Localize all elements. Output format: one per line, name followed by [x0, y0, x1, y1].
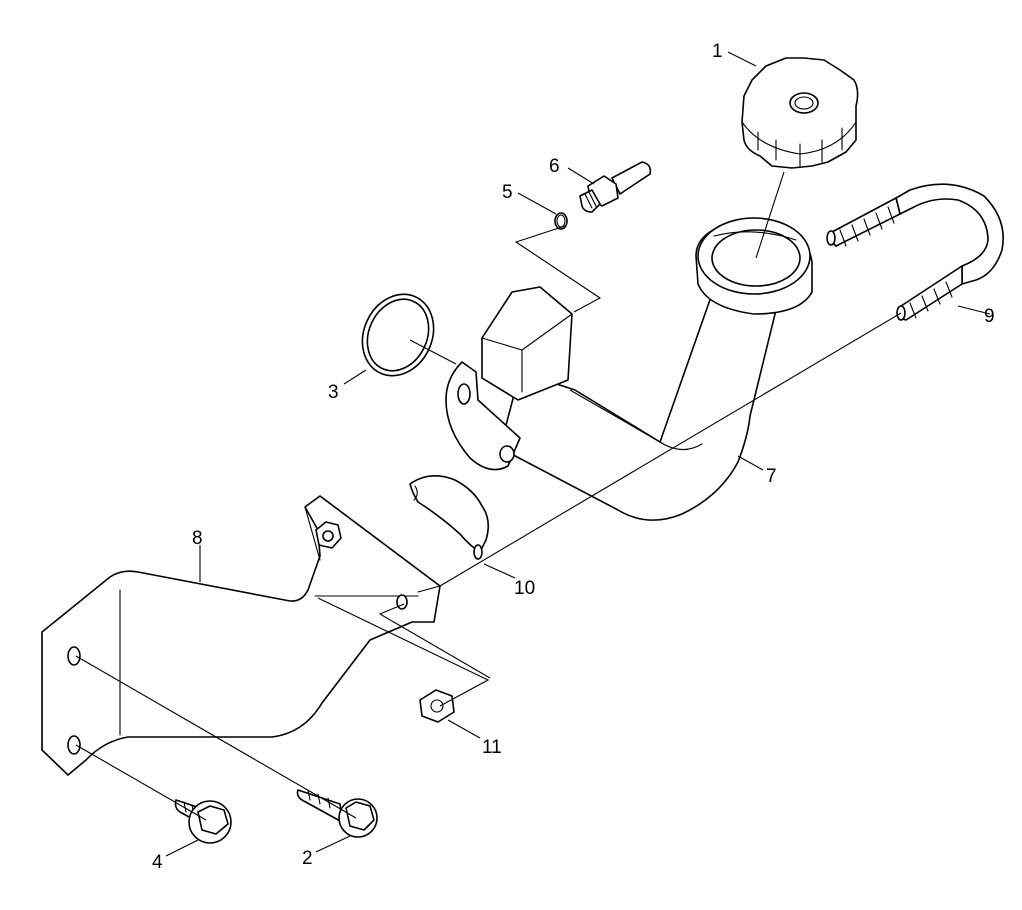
callout-leaders — [165, 51, 991, 857]
rubber-cushion — [409, 475, 490, 560]
callout-1: 1 — [712, 41, 723, 62]
callout-7: 7 — [766, 466, 777, 487]
bracket-hole-upper — [67, 646, 81, 666]
bracket-weld-nut — [315, 521, 342, 549]
bracket-hole-lower — [67, 735, 81, 755]
callout-3: 3 — [328, 382, 339, 403]
callout-8: 8 — [192, 528, 203, 549]
o-ring-small — [554, 212, 568, 230]
callout-6: 6 — [549, 156, 560, 177]
callout-labels: 1 2 3 4 5 6 7 8 9 10 11 — [152, 41, 995, 873]
mounting-bracket — [41, 495, 441, 776]
callout-9: 9 — [984, 306, 995, 327]
flange-nut — [419, 689, 455, 723]
callout-10: 10 — [514, 578, 535, 599]
flange-bolt-short — [174, 799, 232, 844]
bracket-hole-right — [396, 594, 408, 610]
callout-11: 11 — [482, 737, 502, 758]
callout-5: 5 — [502, 182, 513, 203]
callout-2: 2 — [302, 848, 313, 869]
assembly-lines — [75, 171, 902, 821]
u-bolt — [826, 183, 1004, 321]
callout-4: 4 — [152, 852, 163, 873]
filler-cap — [741, 57, 859, 169]
hose-fitting — [579, 161, 652, 213]
filler-neck-pipe — [445, 217, 813, 521]
flange-bolt-long — [296, 789, 378, 838]
